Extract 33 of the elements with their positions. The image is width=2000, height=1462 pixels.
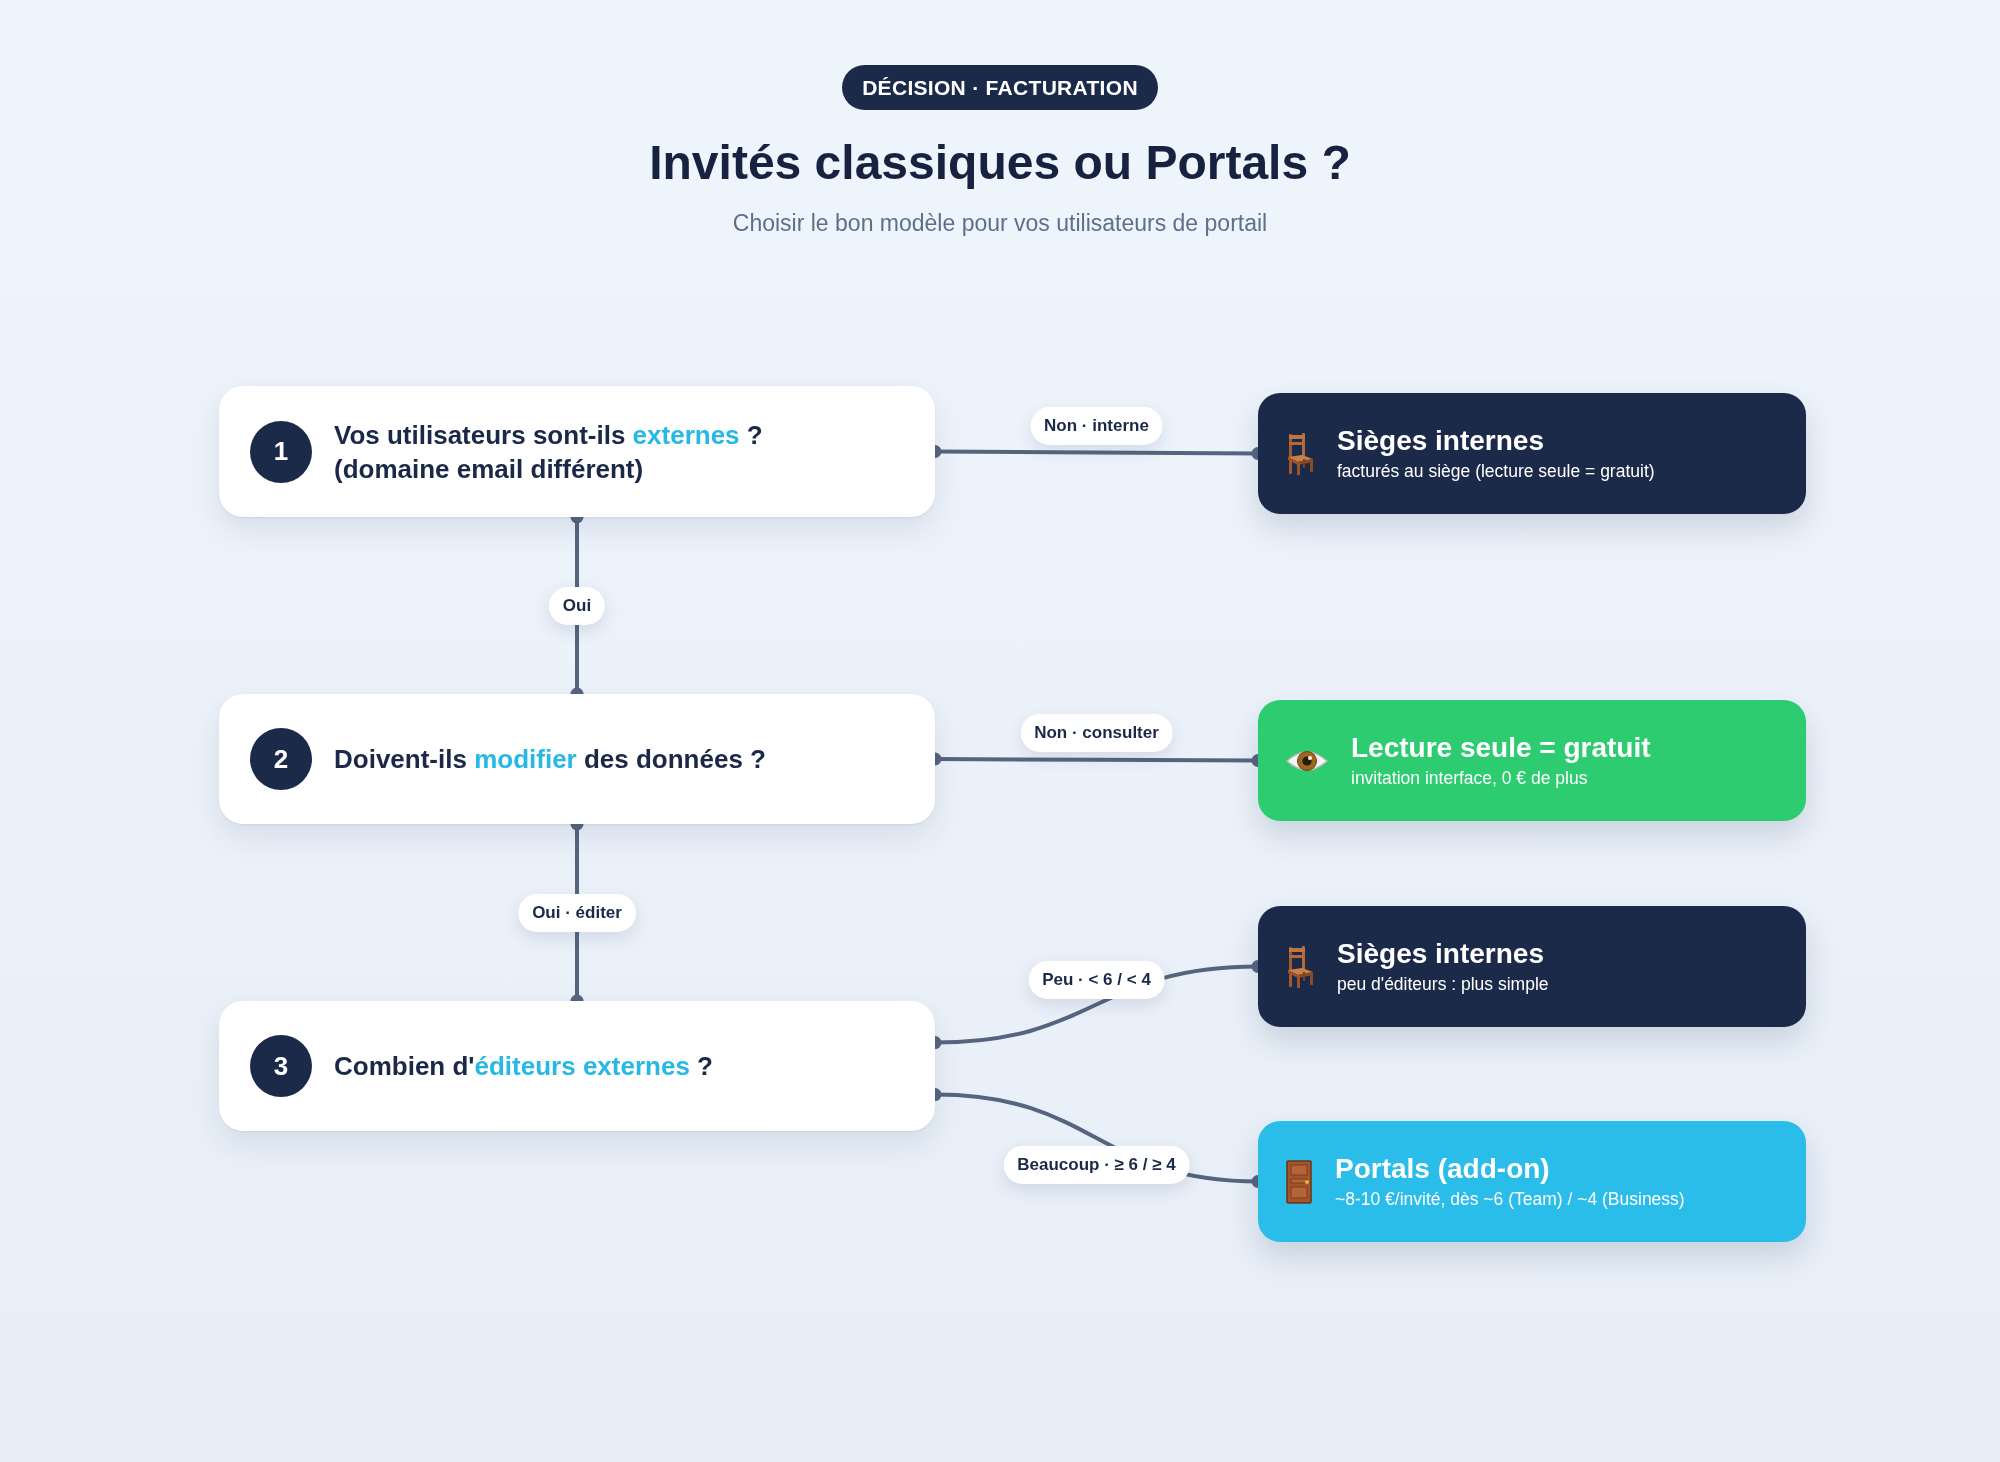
question-text: Combien d'éditeurs externes ? bbox=[334, 1050, 713, 1083]
question-text: (domaine email différent) bbox=[334, 452, 645, 486]
outcome-detail: invitation interface, 0 € de plus bbox=[1351, 767, 1589, 790]
outcome-detail: ~8-10 €/invité, dès ~6 (Team) / ~4 (Business) bbox=[1335, 1188, 1685, 1211]
outcome-title: Sièges internes bbox=[1337, 937, 1545, 971]
connector bbox=[935, 445, 1258, 460]
outcome-card bbox=[1258, 393, 1806, 514]
outcome-detail: facturés au siège (lecture seule = gratuit) bbox=[1337, 460, 1655, 483]
edge-label: Oui bbox=[548, 586, 606, 625]
outcome-title: Portals (add-on) bbox=[1335, 1152, 1551, 1186]
diagram-title: Invités classiques ou Portals ? bbox=[649, 135, 1351, 191]
edge-label: Beaucoup · ≥ 6 / ≥ 4 bbox=[1003, 1146, 1190, 1185]
step-number: 3 bbox=[250, 1035, 312, 1097]
question-text: Doivent-ils modifier des données ? bbox=[334, 743, 766, 776]
outcome-title: Lecture seule = gratuit bbox=[1351, 731, 1651, 765]
subtitle: Choisir le bon modèle pour vos utilisateurs de portail bbox=[732, 209, 1268, 238]
outcome-card bbox=[1258, 906, 1806, 1027]
category-tag: DÉCISION · FACTURATION bbox=[842, 65, 1158, 110]
edge-label: Non · consulter bbox=[1020, 713, 1173, 752]
question-card bbox=[219, 386, 935, 517]
outcome-title: Sièges internes bbox=[1337, 424, 1545, 458]
question-card bbox=[219, 1001, 935, 1131]
connector bbox=[935, 752, 1258, 767]
edge-label: Non · interne bbox=[1030, 406, 1163, 445]
outcome-card bbox=[1258, 1121, 1806, 1242]
step-number: 2 bbox=[250, 728, 312, 790]
edge-label: Peu · < 6 / < 4 bbox=[1028, 960, 1165, 999]
question-card bbox=[219, 694, 935, 824]
step-number: 1 bbox=[250, 420, 312, 483]
outcome-card bbox=[1258, 700, 1806, 821]
question-text: Vos utilisateurs sont-ils externes ? bbox=[334, 418, 763, 452]
edge-label: Oui · éditer bbox=[518, 893, 636, 932]
outcome-detail: peu d'éditeurs : plus simple bbox=[1337, 973, 1549, 996]
